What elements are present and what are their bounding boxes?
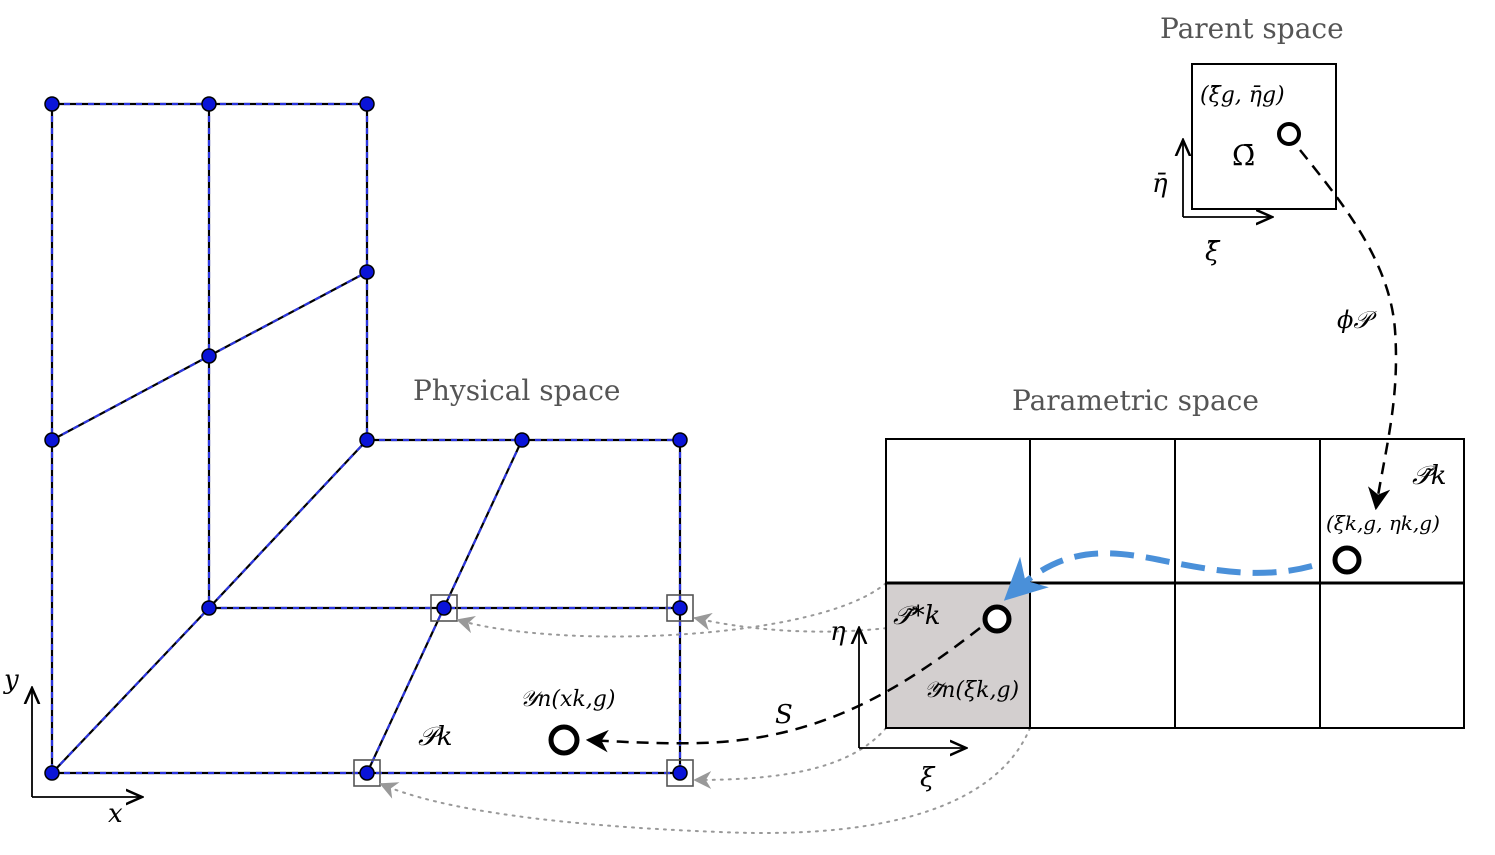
parent-axis-xi-label: ξ̄	[1205, 237, 1221, 267]
mesh-node	[672, 600, 688, 616]
mesh-node	[359, 432, 375, 448]
physical-patch-label: 𝒫k	[418, 722, 453, 752]
mesh-node	[436, 600, 452, 616]
correspondence-arrows	[379, 582, 1031, 834]
map-S-label: S	[775, 700, 793, 730]
parent-space-title: Parent space	[1160, 12, 1344, 45]
corr-arrow	[693, 582, 1031, 633]
corr-arrow	[693, 727, 887, 789]
parametric-axis-xi-label: ξ	[920, 763, 936, 793]
mesh-node	[672, 765, 688, 781]
mesh-node	[201, 600, 217, 616]
parent-point	[1277, 122, 1301, 146]
physical-space-title: Physical space	[413, 374, 620, 407]
mesh-nodes	[44, 96, 688, 781]
physical-axes	[32, 688, 142, 797]
mapping-phi-label: ϕ𝒫	[1337, 306, 1377, 334]
parametric-point	[1332, 545, 1362, 575]
parametric-field-label: 𝒴̃n(ξk,g)	[924, 678, 1019, 703]
mesh-node	[359, 264, 375, 280]
map-S-arrow	[585, 627, 981, 753]
parametric-grid	[885, 438, 1465, 729]
subpatch-point	[982, 604, 1012, 634]
physical-point	[548, 724, 580, 756]
parametric-axes	[859, 628, 966, 748]
mesh-node	[201, 96, 217, 112]
mesh-node	[44, 432, 60, 448]
parametric-patch-label: 𝒫̃k	[1412, 461, 1447, 491]
corr-arrow	[456, 582, 887, 638]
parent-point-label: (ξ̄g, η̄g)	[1200, 83, 1285, 108]
mesh-node	[44, 96, 60, 112]
corr-arrow	[379, 727, 1031, 834]
physical-axis-x-label: x	[108, 799, 123, 829]
mesh-node	[44, 765, 60, 781]
parent-domain-label: Ω̄	[1232, 139, 1255, 172]
physical-field-label: 𝒴n(xk,g)	[520, 687, 615, 712]
mesh-node	[672, 432, 688, 448]
mesh-node	[201, 348, 217, 364]
highlight-wavy-arrow	[1003, 550, 1313, 601]
shaded-subpatch-cell	[886, 583, 1030, 728]
parametric-point-label: (ξk,g, ηk,g)	[1326, 511, 1440, 535]
mesh-node	[359, 765, 375, 781]
parametric-axis-eta-label: η	[830, 617, 846, 647]
physical-mesh	[44, 96, 694, 787]
mesh-node	[359, 96, 375, 112]
mesh-node	[514, 432, 530, 448]
parent-axes	[1183, 140, 1272, 217]
parametric-space-title: Parametric space	[1012, 384, 1259, 417]
subpatch-label: 𝒫̃*k	[893, 601, 941, 631]
mapping-phi-arrow	[1299, 149, 1398, 511]
parent-axis-eta-label: η̄	[1152, 169, 1168, 199]
selected-node-boxes	[353, 594, 694, 787]
physical-axis-y-label: y	[3, 665, 19, 695]
